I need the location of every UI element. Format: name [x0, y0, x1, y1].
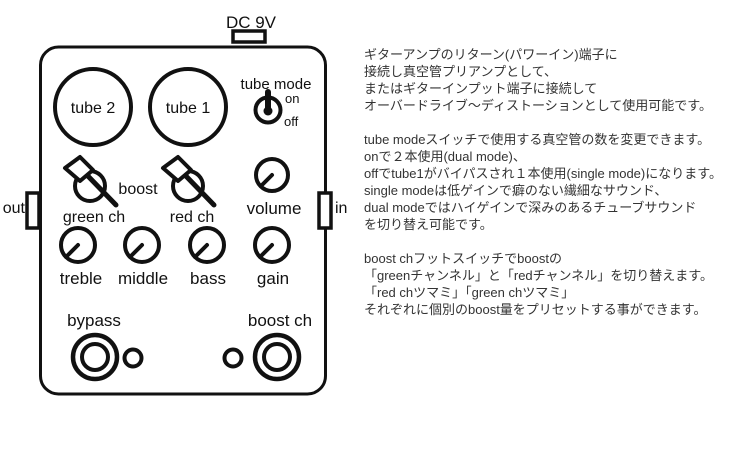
gain-knob-pointer	[258, 243, 274, 259]
red-ch-arrow-shaft	[180, 170, 217, 208]
treble-label: treble	[60, 269, 103, 288]
description-line: offでtube1がバイパスされ１本使用(single mode)になります。	[364, 166, 722, 181]
description-line: を切り替え可能です。	[364, 217, 493, 232]
description-paragraph-tube-mode: tube modeスイッチで使用する真空管の数を変更できます。 onで２本使用(…	[364, 131, 746, 233]
description-line: boost chフットスイッチでboostの	[364, 251, 562, 266]
description-line: onで２本使用(dual mode)、	[364, 149, 526, 164]
boost-ch-led	[222, 347, 244, 369]
tube-mode-pivot	[263, 106, 273, 116]
green-ch-label: green ch	[63, 209, 125, 226]
input-jack-label: in	[335, 200, 347, 217]
tube2-label: tube 2	[71, 100, 116, 117]
tube-mode-on-label: on	[285, 91, 299, 106]
bass-label: bass	[190, 269, 226, 288]
description-paragraph-connection: ギターアンプのリターン(パワーイン)端子に 接続し真空管プリアンプとして、 また…	[364, 46, 746, 114]
volume-knob-pointer	[259, 173, 274, 188]
description-line: dual modeではハイゲインで深みのあるチューブサウンド	[364, 200, 697, 215]
tube1-label: tube 1	[166, 100, 211, 117]
description-line: それぞれに個別のboost量をプリセットする事ができます。	[364, 302, 707, 317]
tube1-circle	[148, 67, 228, 147]
red-ch-arrow-tail	[161, 155, 193, 183]
dc-jack	[231, 29, 267, 44]
boost-ch-label: boost ch	[248, 311, 312, 330]
description-line: tube modeスイッチで使用する真空管の数を変更できます。	[364, 132, 711, 147]
description-line: オーバードライブ～ディストーションとして使用可能です。	[364, 98, 713, 113]
description-paragraph-boost-ch: boost chフットスイッチでboostの 「greenチャンネル」と「red…	[364, 250, 746, 318]
middle-label: middle	[118, 269, 168, 288]
bypass-footswitch-inner	[80, 342, 110, 372]
volume-label: volume	[247, 199, 302, 218]
description-text: ギターアンプのリターン(パワーイン)端子に 接続し真空管プリアンプとして、 また…	[364, 46, 746, 335]
middle-knob-pointer	[128, 243, 144, 259]
description-line: またはギターインプット端子に接続して	[364, 81, 598, 96]
green-ch-arrow-shaft	[82, 170, 119, 208]
treble-knob-pointer	[64, 243, 80, 259]
description-line: single modeは低ゲインで癖のない繊細なサウンド、	[364, 183, 668, 198]
bass-knob-pointer	[193, 243, 209, 259]
input-jack	[317, 191, 333, 230]
bypass-label: bypass	[67, 311, 121, 330]
pedal-diagram: DC 9V out in tube 2 tube 1 tube mode on …	[3, 13, 347, 396]
output-jack-label: out	[3, 200, 26, 217]
tube-mode-off-label: off	[284, 114, 299, 129]
boost-ch-footswitch-inner	[262, 342, 292, 372]
description-line: 接続し真空管プリアンプとして、	[364, 64, 558, 79]
description-line: 「red chツマミ」「green chツマミ」	[364, 285, 575, 300]
red-ch-label: red ch	[170, 209, 214, 226]
description-line: ギターアンプのリターン(パワーイン)端子に	[364, 47, 618, 62]
bypass-led	[122, 347, 144, 369]
green-ch-arrow-tail	[63, 155, 95, 183]
gain-label: gain	[257, 269, 289, 288]
tube2-circle	[53, 67, 133, 147]
dc-9v-label: DC 9V	[226, 13, 277, 32]
output-jack	[25, 191, 41, 230]
boost-label: boost	[118, 181, 158, 198]
tube-mode-label: tube mode	[241, 76, 312, 93]
description-line: 「greenチャンネル」と「redチャンネル」を切り替えます。	[364, 268, 713, 283]
